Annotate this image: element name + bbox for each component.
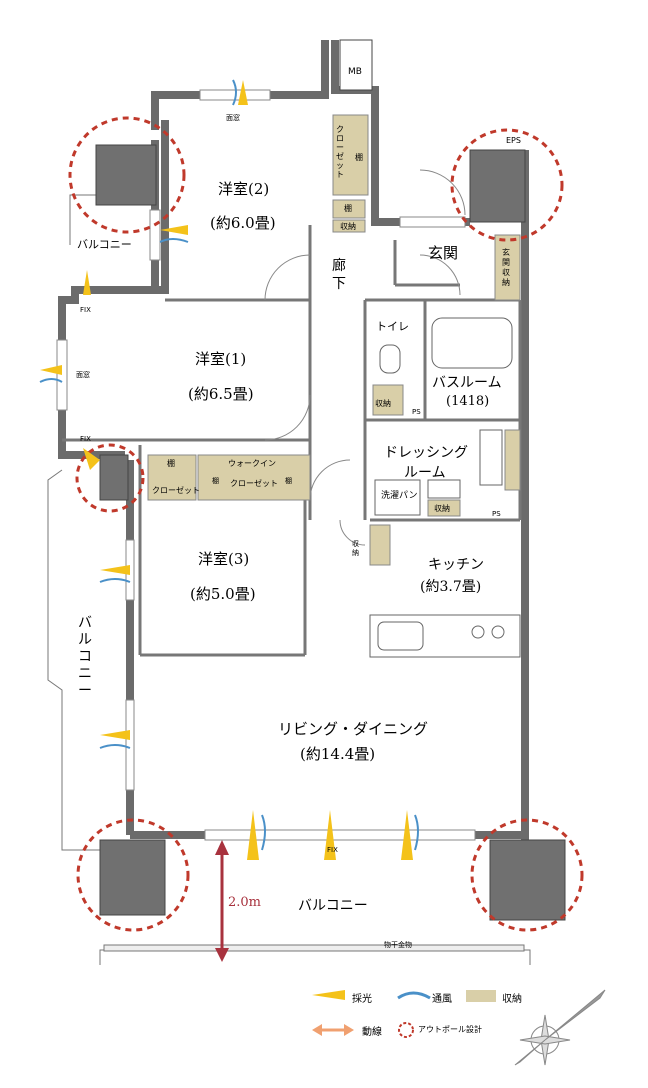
storage-areas (147, 114, 521, 566)
washer-pan-label: 洗濯パン (381, 491, 418, 501)
eps-label: EPS (506, 136, 521, 145)
legend-outpole-label: アウトポール設計 (418, 1025, 482, 1034)
hall-storage-label: 収納 (352, 540, 359, 557)
height-label: 2.0m (228, 895, 262, 910)
room-entrance: 玄関 (428, 244, 459, 262)
drying-rack-label: 物干金物 (384, 941, 412, 949)
bay-window-label-2: 面窓 (76, 371, 90, 379)
room-bath-name: バスルーム (432, 375, 502, 391)
closet3-label: クローゼット (152, 486, 200, 495)
balcony-outline (47, 194, 531, 965)
fix-label-2: FIX (80, 435, 91, 443)
shelf-a-label: 棚 (344, 204, 352, 213)
light-wind-markers (39, 79, 419, 860)
legend-flow-icon (312, 1024, 354, 1036)
room-western2-name: 洋室(2) (218, 180, 270, 198)
ps-dressing-label: PS (492, 510, 501, 518)
fix-label-1: FIX (80, 306, 91, 314)
room-western3-name: 洋室(3) (198, 550, 250, 568)
outpole-markers (68, 116, 584, 932)
room-western2-area: (約6.0畳) (210, 214, 276, 232)
legend-light-label: 採光 (352, 994, 372, 1005)
legend-storage-label: 収納 (502, 994, 522, 1005)
door-swings (264, 169, 466, 546)
room-living-name: リビング・ダイニング (278, 720, 429, 738)
balcony-side-label: バルコニー (78, 615, 92, 699)
room-dressing-line2: ルーム (404, 465, 446, 481)
room-bath-size: (1418) (446, 394, 490, 409)
closet2-label: クローゼット (336, 125, 344, 179)
shelf3-label: 棚 (167, 459, 175, 468)
walkin-shelf-b-label: 棚 (285, 477, 292, 485)
legend-wind-icon (397, 991, 431, 1000)
room-toilet: トイレ (376, 320, 409, 333)
storage-a-label: 収納 (340, 222, 356, 231)
room-kitchen-area: (約3.7畳) (420, 579, 482, 595)
walkin-shelf-a-label: 棚 (212, 477, 219, 485)
room-corridor: 廊下 (332, 258, 346, 292)
legend-light-icon (312, 990, 345, 1000)
legend-wind-label: 通風 (432, 994, 452, 1005)
legend-outpole-icon (398, 1022, 414, 1038)
pillars (95, 39, 566, 921)
legend-storage-icon (466, 990, 496, 1002)
mb-label: MB (348, 67, 362, 77)
fixtures (369, 317, 521, 658)
balcony-south-label: バルコニー (298, 898, 368, 914)
walkin-label: ウォークイン (228, 459, 276, 468)
compass-icon (514, 989, 606, 1066)
room-living-area: (約14.4畳) (300, 745, 376, 763)
dressing-storage-label: 収納 (434, 504, 450, 513)
entrance-storage-label: 玄関収納 (502, 248, 510, 287)
room-western3-area: (約5.0畳) (190, 585, 256, 603)
toilet-storage-label: 収納 (375, 399, 391, 408)
fix-label-3: FIX (327, 846, 338, 854)
shelf2-label: 棚 (355, 153, 363, 162)
bay-window-label-1: 面窓 (226, 114, 240, 122)
ps-bath-label: PS (412, 408, 421, 416)
room-kitchen-name: キッチン (428, 557, 484, 573)
walkin-closet-label: クローゼット (230, 479, 278, 488)
legend-marks (312, 990, 496, 1038)
room-dressing-line1: ドレッシング (384, 445, 468, 461)
height-arrow (215, 840, 229, 962)
room-western1-area: (約6.5畳) (188, 385, 254, 403)
legend-flow-label: 動線 (362, 1027, 382, 1038)
room-western1-name: 洋室(1) (195, 350, 247, 368)
balcony-small-label: バルコニー (77, 238, 132, 251)
